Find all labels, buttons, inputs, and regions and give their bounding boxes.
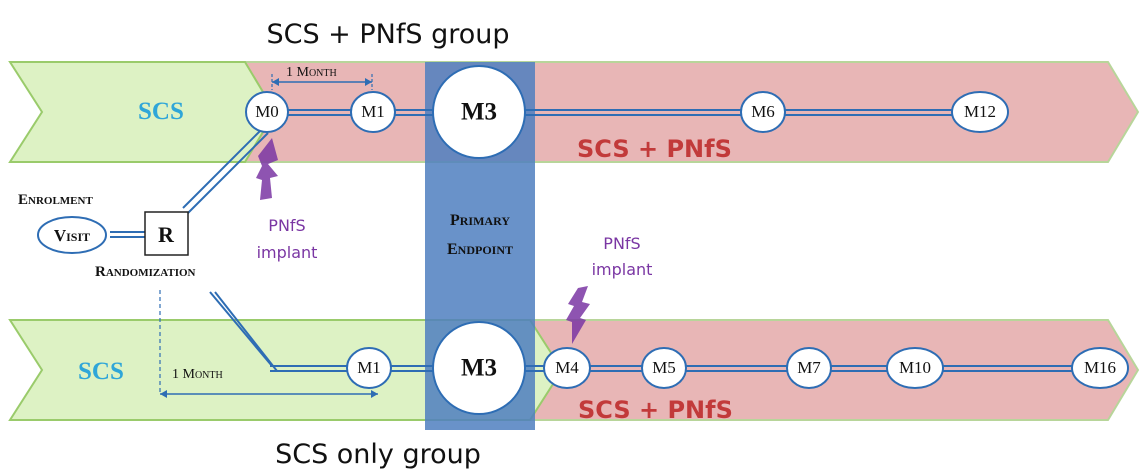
bottom-visit-m3: M3	[432, 321, 526, 415]
top-one-month-interval: 1 MONTH	[271, 65, 373, 90]
bottom-one-month-interval: 1 MONTH	[159, 290, 378, 398]
bottom-implant-label-line1: PNfS	[603, 234, 640, 253]
top-visit-m0: M0	[245, 91, 289, 133]
bottom-group-title: SCS only group	[275, 439, 481, 470]
top-group-title: SCS + PNfS group	[266, 19, 509, 50]
visit-label: VISIT	[54, 226, 90, 245]
randomization-to-m0-connector	[182, 127, 269, 214]
bottom-visit-m7: M7	[786, 347, 832, 389]
visit-node: VISIT	[37, 216, 107, 254]
top-scs-pnfs-label: SCS + PNfS	[577, 135, 732, 163]
top-visit-m3-label: M3	[461, 99, 497, 126]
top-implant-marker: PNfS implant	[256, 138, 317, 262]
randomization-box-label: R	[158, 222, 175, 247]
top-visit-m6-label: M6	[751, 102, 775, 121]
bottom-visit-m16: M16	[1071, 347, 1129, 389]
top-visit-m1: M1	[350, 91, 396, 133]
primary-endpoint-label-line1: PRIMARY	[450, 212, 510, 229]
lightning-bolt-icon	[566, 286, 590, 344]
bottom-visit-m3-label: M3	[461, 355, 497, 382]
bottom-implant-label-line2: implant	[592, 260, 653, 279]
bottom-implant-marker: PNfS implant	[566, 234, 652, 344]
top-visit-m12-label: M12	[964, 102, 996, 121]
bottom-one-month-label: 1 MONTH	[172, 367, 223, 382]
lightning-bolt-icon	[256, 138, 278, 200]
randomization-to-bottom-connector	[209, 291, 278, 372]
top-one-month-label: 1 MONTH	[286, 65, 337, 80]
top-implant-label-line1: PNfS	[268, 216, 305, 235]
bottom-visit-m1-label: M1	[357, 358, 381, 377]
randomization-node: R	[144, 211, 189, 256]
bottom-visit-m5: M5	[641, 347, 687, 389]
top-visit-m0-label: M0	[255, 102, 279, 121]
bottom-visit-m10-label: M10	[899, 358, 931, 377]
bottom-visit-m5-label: M5	[652, 358, 676, 377]
top-visit-m3: M3	[432, 65, 526, 159]
bottom-visit-m4: M4	[543, 347, 591, 389]
bottom-visit-m4-label: M4	[555, 358, 579, 377]
top-scs-arrow	[8, 61, 277, 163]
top-scs-label: SCS	[138, 98, 184, 125]
bottom-visit-m10: M10	[886, 347, 944, 389]
enrolment-label: ENROLMENT	[18, 192, 93, 208]
bottom-visit-m16-label: M16	[1084, 358, 1116, 377]
visit-to-randomization-connector	[110, 231, 145, 238]
top-visit-m1-label: M1	[361, 102, 385, 121]
bottom-visit-m7-label: M7	[797, 358, 821, 377]
randomization-label: RANDOMIZATION	[95, 264, 196, 280]
top-implant-label-line2: implant	[257, 243, 318, 262]
top-visit-m12: M12	[951, 91, 1009, 133]
top-timeline-connector	[288, 109, 1005, 116]
bottom-visit-m1: M1	[346, 347, 392, 389]
top-visit-m6: M6	[740, 91, 786, 133]
primary-endpoint-label-line2: ENDPOINT	[447, 241, 513, 258]
bottom-scs-pnfs-label: SCS + PNfS	[578, 396, 733, 424]
bottom-scs-label: SCS	[78, 358, 124, 385]
